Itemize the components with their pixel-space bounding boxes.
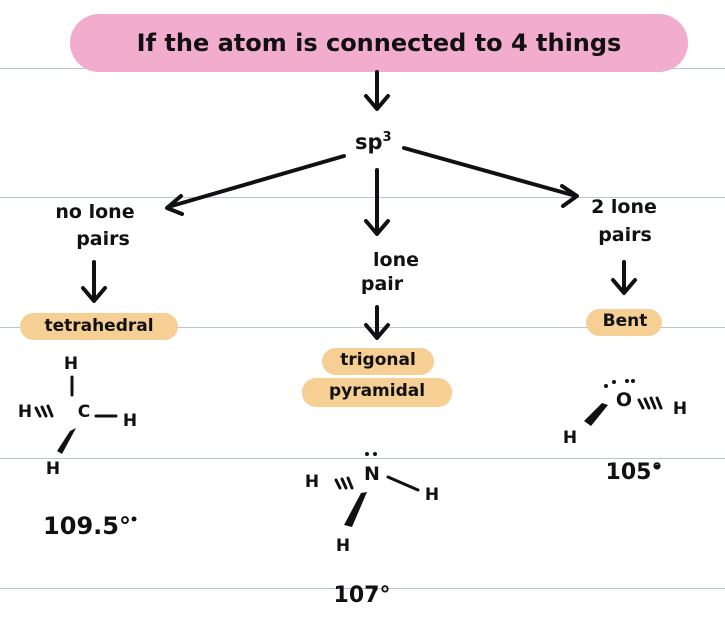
hybridization-base: sp bbox=[355, 130, 383, 154]
left-atom-top: H bbox=[63, 354, 79, 374]
right-geometry: Bent bbox=[602, 311, 648, 331]
middle-angle: 107° bbox=[333, 583, 391, 608]
left-atom-left: H bbox=[17, 402, 33, 422]
middle-atom-left: H bbox=[304, 472, 320, 492]
middle-atom-right: H bbox=[424, 485, 440, 505]
left-atom-bottom: H bbox=[45, 459, 61, 479]
title: If the atom is connected to 4 things bbox=[136, 29, 622, 57]
tetrahedral-highlight bbox=[20, 313, 178, 340]
middle-atom-bottom: H bbox=[335, 536, 351, 556]
left-condition-line1: no lone bbox=[55, 201, 135, 223]
right-atom-right: H bbox=[672, 399, 688, 419]
right-condition-line1: 2 lone bbox=[591, 196, 657, 218]
right-atom-left: H bbox=[562, 428, 578, 448]
left-angle: 109.5° bbox=[43, 512, 131, 540]
right-angle: 105° bbox=[605, 460, 663, 485]
right-condition-line2: pairs bbox=[598, 224, 652, 246]
pyramidal-highlight bbox=[302, 378, 452, 407]
middle-geometry-line1: trigonal bbox=[340, 350, 416, 370]
left-condition-line2: pairs bbox=[76, 228, 130, 250]
hybridization-label: sp3 bbox=[355, 131, 392, 153]
left-geometry: tetrahedral bbox=[44, 316, 154, 336]
bent-highlight bbox=[586, 309, 662, 336]
middle-atom-center: N bbox=[364, 463, 380, 485]
rule-line bbox=[0, 327, 725, 328]
middle-condition-line1: lone bbox=[373, 249, 419, 271]
rule-line bbox=[0, 588, 725, 589]
middle-geometry-line2: pyramidal bbox=[328, 381, 426, 401]
trigonal-highlight bbox=[322, 348, 434, 375]
rule-line bbox=[0, 197, 725, 198]
left-atom-center: C bbox=[77, 402, 91, 422]
hybridization-superscript: 3 bbox=[382, 130, 392, 145]
rule-line bbox=[0, 458, 725, 459]
title-highlight bbox=[70, 14, 688, 72]
right-atom-center: O bbox=[615, 389, 633, 411]
left-atom-right: H bbox=[122, 411, 138, 431]
middle-condition-line2: pair bbox=[360, 273, 404, 295]
